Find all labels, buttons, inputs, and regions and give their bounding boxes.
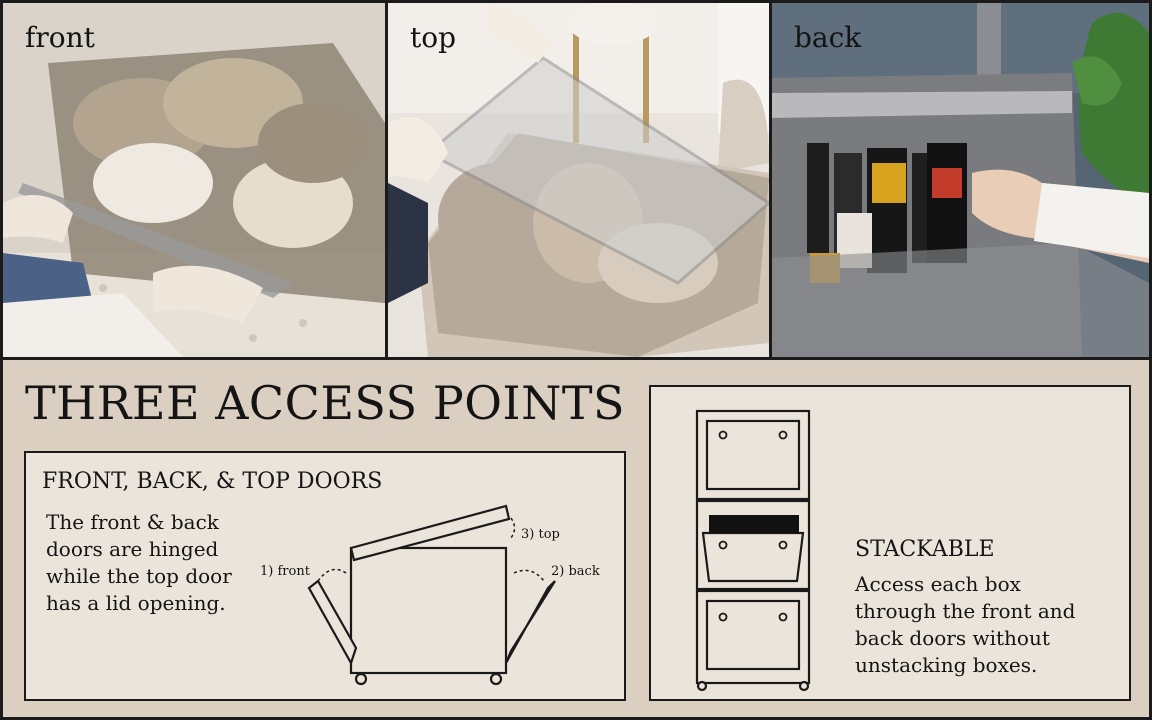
label-front: 1) front [260, 564, 311, 579]
front-arrow-icon [317, 568, 347, 582]
doors-description-line: doors are hinged [46, 537, 219, 561]
doors-description-line: has a lid opening. [46, 591, 226, 615]
label-back: 2) back [551, 564, 600, 579]
photo-front: front [3, 3, 385, 357]
stack-description-line: through the front and [855, 599, 1076, 623]
stack-description-line: back doors without [855, 626, 1050, 650]
label-top: 3) top [521, 527, 560, 542]
caster-wheel [696, 680, 708, 692]
doors-heading: FRONT, BACK, & TOP DOORS [42, 469, 383, 494]
photo-caption-top: top [410, 21, 457, 54]
stack-heading: STACKABLE [855, 537, 995, 562]
stack-description-line: unstacking boxes. [855, 653, 1038, 677]
doors-description: The front & back doors are hinged while … [46, 509, 286, 617]
top-arrow-icon [510, 517, 516, 539]
photo-caption-back: back [794, 21, 862, 54]
photo-caption-front: front [25, 21, 95, 54]
back-door-open [504, 580, 556, 664]
stack-description-line: Access each box [855, 572, 1021, 596]
caster-wheel-left [354, 672, 368, 686]
caster-wheel [798, 680, 810, 692]
caster-wheel-right [489, 672, 503, 686]
doors-diagram: 1) front 2) back 3) top [260, 504, 600, 686]
back-door-photo-illustration [772, 3, 1149, 357]
back-arrow-icon [513, 569, 545, 582]
stack-description: Access each box through the front and ba… [855, 571, 1115, 679]
photo-back: back [772, 3, 1149, 357]
stack-box-middle-door-open [701, 531, 805, 583]
box-outline [349, 546, 508, 675]
top-lid-photo-illustration [388, 3, 769, 357]
stack-box-bottom-door [705, 599, 801, 671]
info-panel: THREE ACCESS POINTS FRONT, BACK, & TOP D… [3, 360, 1149, 717]
photo-top: top [388, 3, 769, 357]
stack-box-middle-contents [709, 515, 799, 533]
stackable-info-card: STACKABLE Access each box through the fr… [649, 385, 1131, 701]
page-title: THREE ACCESS POINTS [25, 376, 626, 430]
stacked-boxes-diagram [695, 409, 811, 692]
doors-description-line: The front & back [46, 510, 219, 534]
doors-description-line: while the top door [46, 564, 232, 588]
top-lid-open [349, 504, 511, 562]
doors-info-card: FRONT, BACK, & TOP DOORS The front & bac… [24, 451, 626, 701]
front-door-photo-illustration [3, 3, 385, 357]
front-door-open [307, 579, 358, 666]
